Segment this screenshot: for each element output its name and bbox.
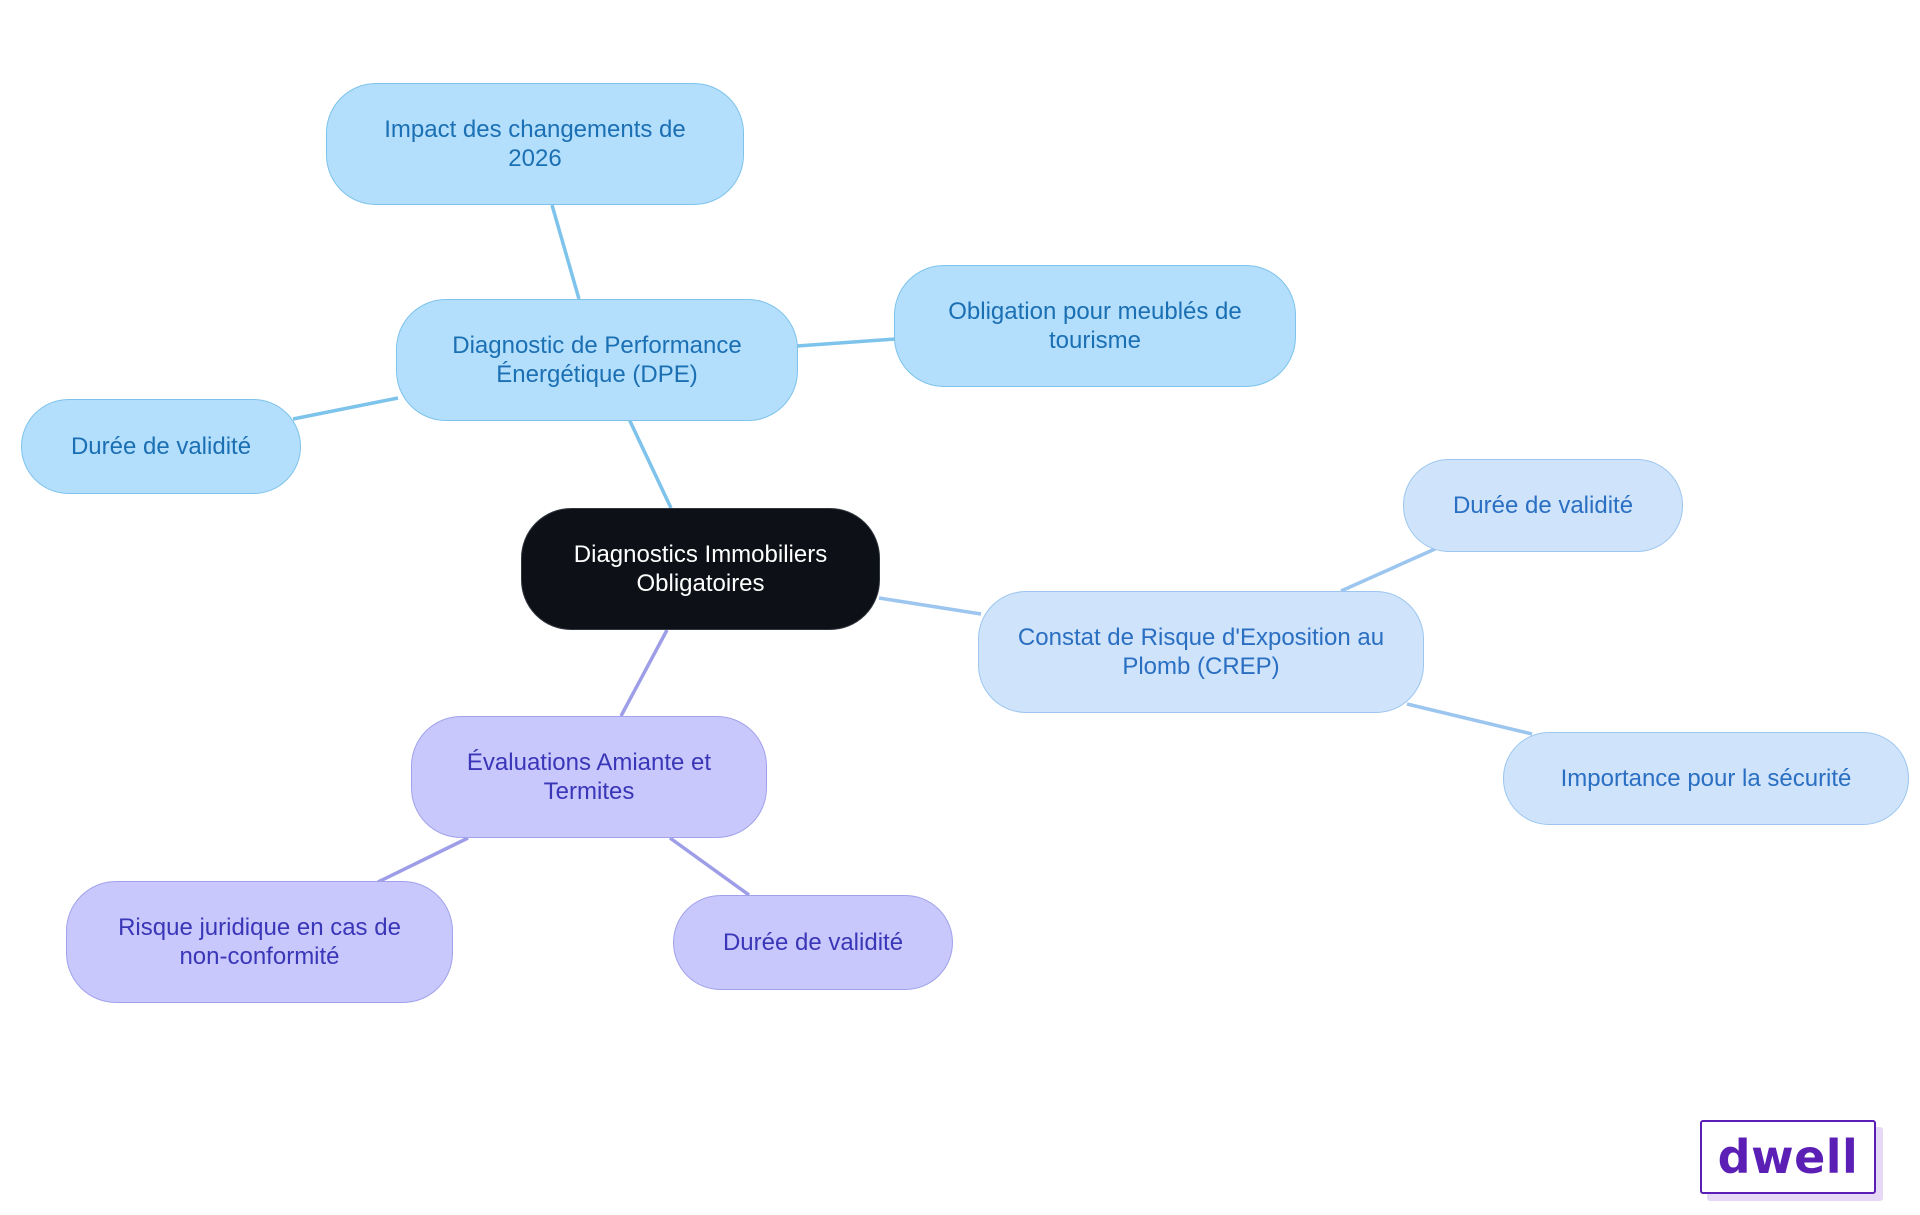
root-node-label: Diagnostics Immobiliers Obligatoires (573, 541, 828, 597)
leaf-node-label: Durée de validité (1452, 492, 1634, 519)
root-node: Diagnostics Immobiliers Obligatoires (521, 508, 880, 630)
leaf-node-label: Durée de validité (70, 433, 252, 460)
edge-root-dpe (627, 418, 673, 509)
branch-node-crep-label: Constat de Risque d'Exposition au Plomb … (1017, 624, 1385, 680)
branch-node-crep: Constat de Risque d'Exposition au Plomb … (978, 591, 1424, 713)
leaf-node-dpe-duree: Durée de validité (21, 399, 301, 494)
edge-dpe-impact (550, 204, 581, 300)
dwell-logo: dwell (1700, 1120, 1876, 1194)
edge-amiante-duree (668, 836, 751, 897)
branch-node-amiante: Évaluations Amiante et Termites (411, 716, 767, 838)
branch-node-dpe-label: Diagnostic de Performance Énergétique (D… (452, 332, 742, 388)
leaf-node-crep-importance: Importance pour la sécurité (1503, 732, 1909, 825)
leaf-node-crep-duree: Durée de validité (1403, 459, 1683, 552)
branch-node-dpe: Diagnostic de Performance Énergétique (D… (396, 299, 798, 421)
edge-amiante-risque (377, 836, 469, 884)
leaf-node-label: Obligation pour meublés de tourisme (948, 298, 1242, 354)
leaf-node-amiante-risque: Risque juridique en cas de non-conformit… (66, 881, 453, 1003)
edge-root-amiante (619, 629, 669, 717)
edge-root-crep (878, 596, 982, 616)
edge-crep-importance (1406, 702, 1533, 736)
leaf-node-label: Durée de validité (722, 929, 904, 956)
leaf-node-label: Risque juridique en cas de non-conformit… (118, 914, 401, 970)
leaf-node-label: Impact des changements de 2026 (384, 116, 686, 172)
edge-crep-duree (1340, 547, 1436, 593)
logo-text: dwell (1717, 1130, 1859, 1184)
leaf-node-dpe-obligation: Obligation pour meublés de tourisme (894, 265, 1296, 387)
leaf-node-label: Importance pour la sécurité (1560, 765, 1852, 792)
leaf-node-dpe-impact: Impact des changements de 2026 (326, 83, 744, 205)
leaf-node-amiante-duree: Durée de validité (673, 895, 953, 990)
edge-dpe-obligation (796, 337, 897, 348)
edge-dpe-duree (292, 396, 399, 421)
branch-node-amiante-label: Évaluations Amiante et Termites (466, 749, 712, 805)
